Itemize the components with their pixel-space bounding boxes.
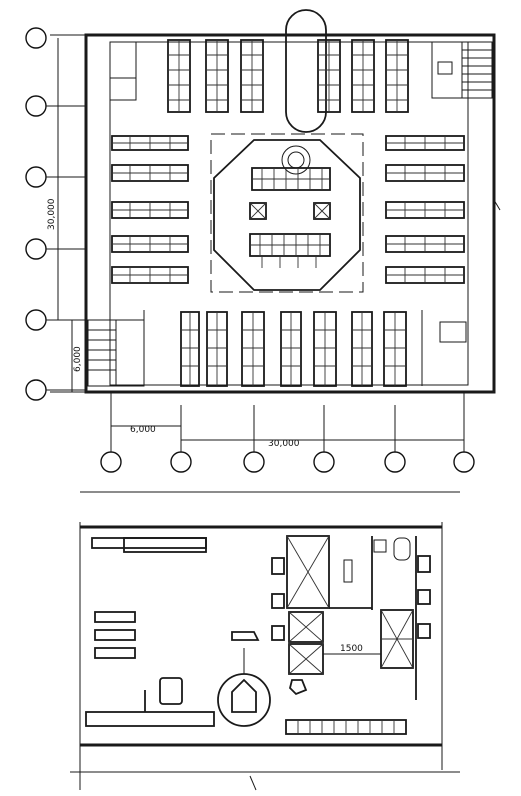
stair-top-right (431, 41, 493, 99)
reading-table-bottom (249, 233, 331, 268)
svg-text:1500: 1500 (340, 644, 363, 654)
outer-wall (84, 33, 496, 394)
bookstack-row-bottom (180, 311, 407, 387)
restroom-fixtures (343, 537, 411, 583)
dimension-label-small: 6,000 (73, 346, 83, 372)
grid-bubble (25, 166, 47, 188)
dimension-label-vertical: 30,000 (47, 198, 57, 230)
service-room-top-left (109, 42, 137, 101)
sink-fixture (289, 679, 308, 696)
display-shelving (94, 611, 136, 659)
seating-left-of-core (271, 557, 285, 641)
carrel (249, 202, 267, 220)
front-counter (91, 537, 207, 553)
grid-bubble (313, 451, 335, 473)
grid-bubble (25, 309, 47, 331)
elevator-core (286, 535, 330, 675)
grid-bubble (100, 451, 122, 473)
corridor-dimension: 1500 (323, 644, 381, 655)
grid-bubble (170, 451, 192, 473)
staff-desk (159, 677, 183, 705)
spiral-stair (281, 145, 311, 175)
dimension-label-total: 30,000 (268, 439, 300, 449)
inner-wall (109, 41, 469, 386)
grid-bubble (25, 95, 47, 117)
central-octagon-atrium (213, 139, 361, 291)
top-oval-atrium (285, 9, 327, 133)
bench-bottom (285, 719, 407, 735)
grid-bubble (25, 27, 47, 49)
grid-bubble (384, 451, 406, 473)
top-floor-plan: 30,000 6,000 6,000 30,000 (25, 9, 501, 493)
service-room-bottom-right (421, 310, 467, 386)
bookstack-column-right (385, 135, 465, 284)
grid-bubble (25, 379, 47, 401)
elevator-right (380, 609, 414, 669)
dimension-label-bay: 6,000 (130, 425, 156, 435)
bottom-floor-plan: 1500 (70, 522, 460, 791)
grid-bubble (25, 238, 47, 260)
seating-right-of-core (417, 555, 431, 639)
entrance-vestibule (217, 631, 271, 727)
carrel (313, 202, 331, 220)
central-reading-zone (210, 133, 364, 293)
bookstack-column-left (111, 135, 189, 284)
grid-bubble (453, 451, 475, 473)
entry-walls (85, 690, 215, 727)
bookstack-row-top (167, 39, 409, 113)
stair-bottom-left (87, 310, 145, 387)
reading-table-top (251, 167, 331, 191)
grid-bubble (243, 451, 265, 473)
